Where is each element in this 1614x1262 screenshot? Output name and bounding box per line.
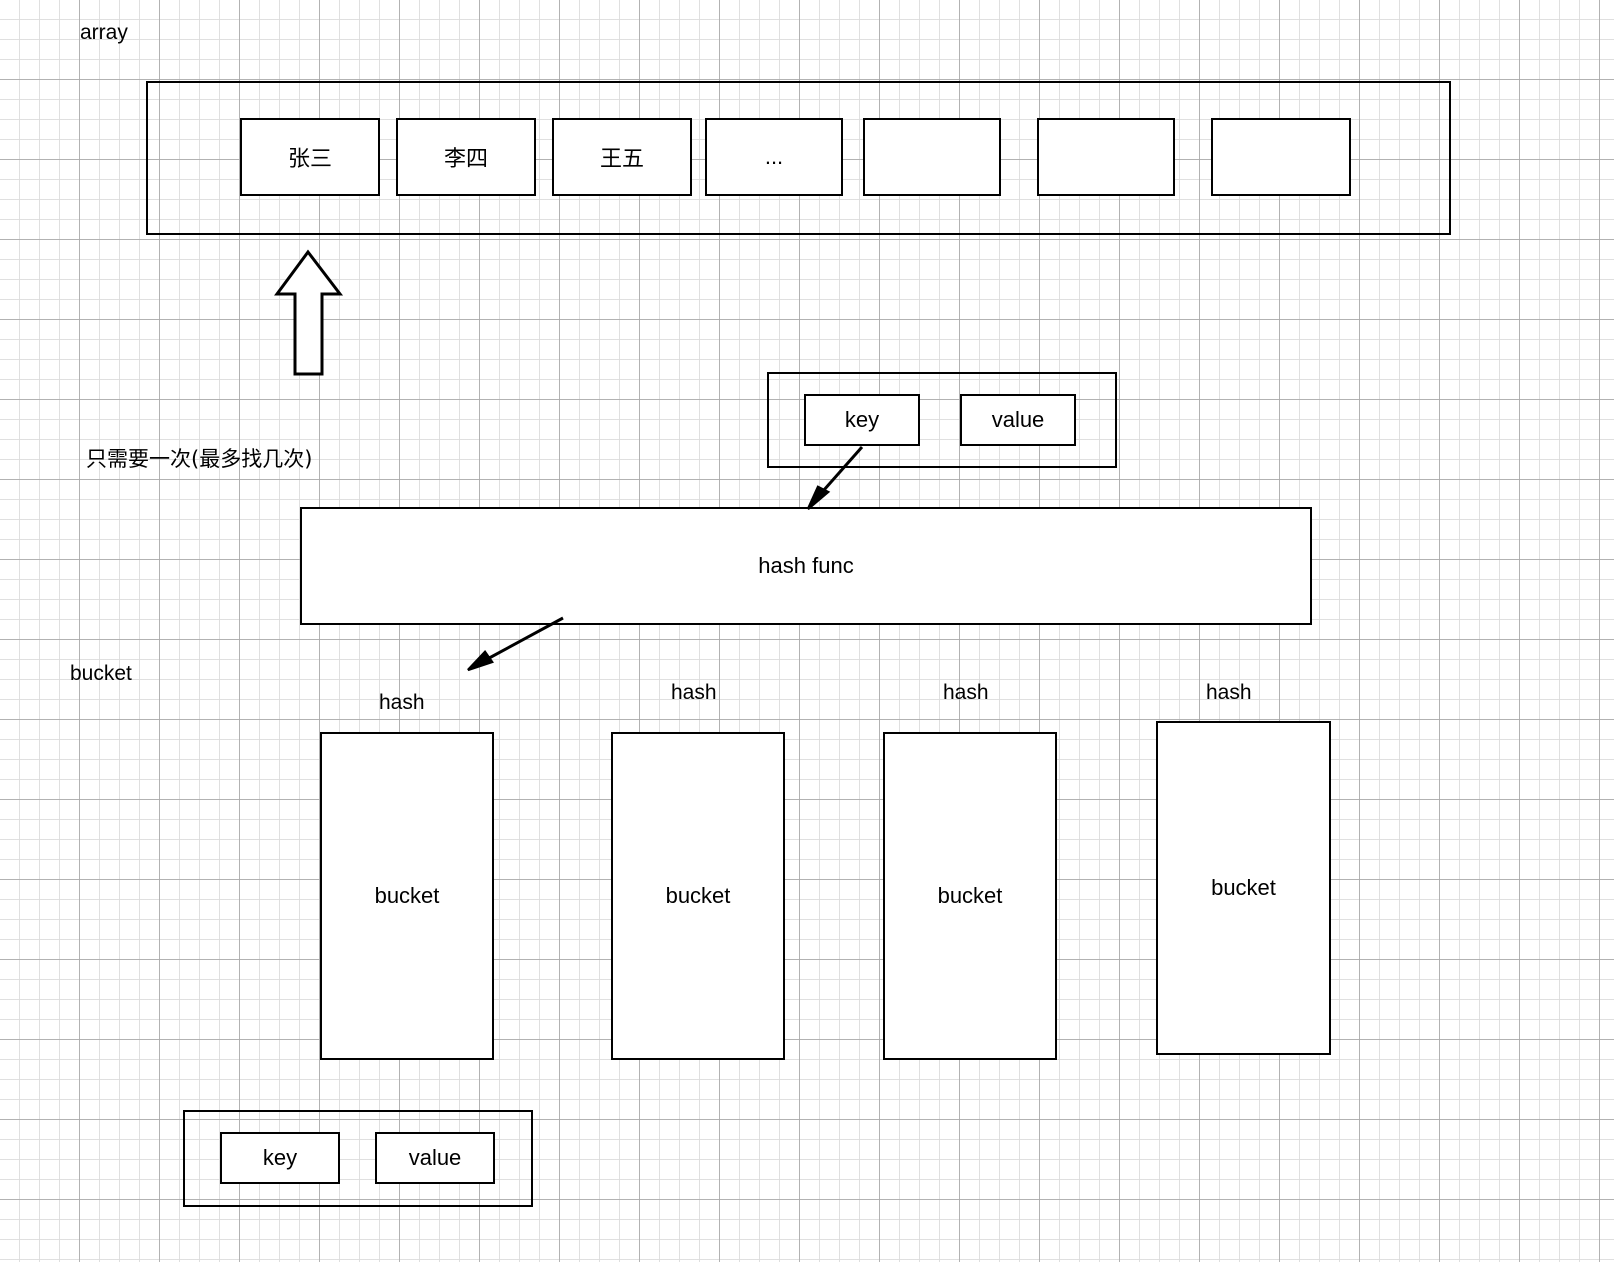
kv-bottom-key-box[interactable]: key — [220, 1132, 340, 1184]
array-cell-2[interactable]: 王五 — [552, 118, 692, 196]
array-cell-3[interactable]: ... — [705, 118, 843, 196]
hashfunc-to-bucket-arrow-icon — [467, 616, 564, 672]
kv-bottom-value-box[interactable]: value — [375, 1132, 495, 1184]
bucket-box-1[interactable]: bucket — [611, 732, 785, 1060]
bucket-box-2[interactable]: bucket — [883, 732, 1057, 1060]
lookup-note-label: 只需要一次(最多找几次) — [86, 447, 313, 471]
bucket-box-0[interactable]: bucket — [320, 732, 494, 1060]
bucket-hash-label-2: hash — [943, 681, 989, 704]
bucket-hash-label-3: hash — [1206, 681, 1252, 704]
array-cell-1[interactable]: 李四 — [396, 118, 536, 196]
array-cell-6[interactable] — [1211, 118, 1351, 196]
array-cell-4[interactable] — [863, 118, 1001, 196]
array-cell-5[interactable] — [1037, 118, 1175, 196]
kv-top-value-box[interactable]: value — [960, 394, 1076, 446]
array-container — [146, 81, 1451, 235]
bucket-hash-label-1: hash — [671, 681, 717, 704]
kv-top-key-box[interactable]: key — [804, 394, 920, 446]
bucket-hash-label-0: hash — [379, 691, 425, 714]
bucket-group-label: bucket — [70, 662, 132, 685]
bucket-box-3[interactable]: bucket — [1156, 721, 1331, 1055]
array-cell-0[interactable]: 张三 — [240, 118, 380, 196]
kv-bottom-container — [183, 1110, 533, 1207]
hash-func-box[interactable]: hash func — [300, 507, 1312, 625]
up-block-arrow-icon — [274, 249, 344, 376]
array-label: array — [80, 21, 128, 44]
kv-top-container — [767, 372, 1117, 468]
